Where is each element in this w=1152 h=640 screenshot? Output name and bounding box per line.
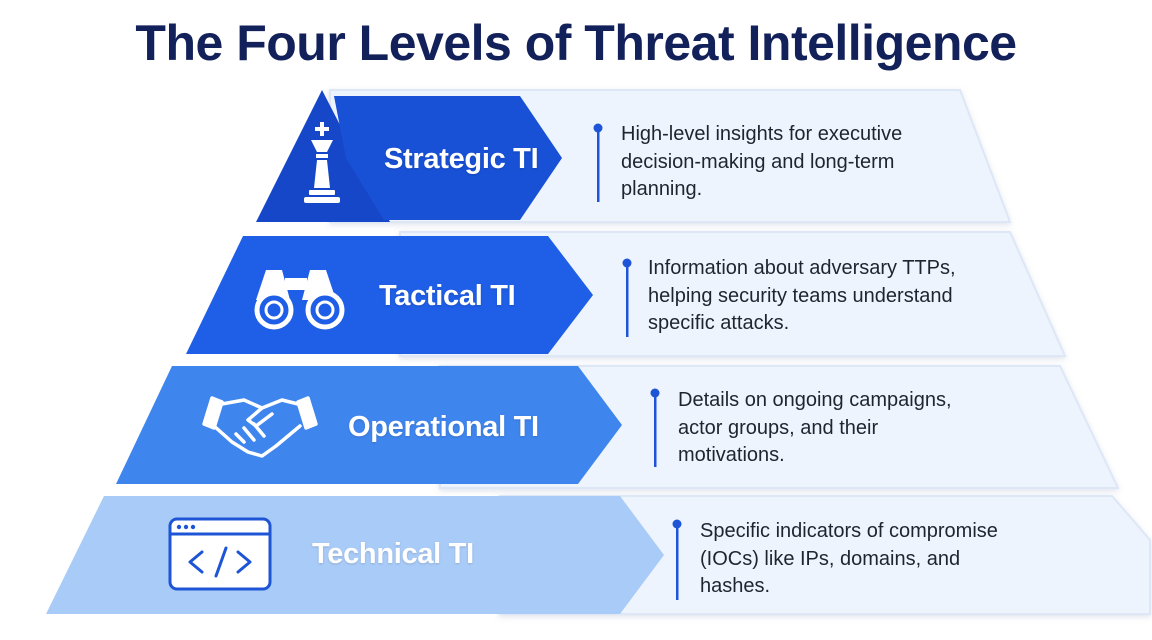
- description-line: specific attacks.: [648, 312, 790, 334]
- binoculars-icon: [254, 270, 345, 330]
- page-title: The Four Levels of Threat Intelligence: [135, 15, 1017, 71]
- tier-technical: [46, 495, 1151, 615]
- handshake-icon: [202, 396, 318, 458]
- tier-strategic-bullet-dot: [593, 123, 603, 133]
- tier-operational-label: Operational TI: [348, 411, 539, 443]
- tier-strategic-label: Strategic TI: [384, 143, 539, 175]
- description-line: Details on ongoing campaigns,: [678, 389, 952, 411]
- tier-tactical-bullet-dot: [622, 258, 632, 268]
- description-line: hashes.: [700, 575, 771, 597]
- tier-tactical: [186, 231, 1067, 357]
- tier-operational-description: Details on ongoing campaigns, actor grou…: [678, 387, 952, 470]
- tier-operational-bullet-dot: [650, 388, 660, 398]
- description-line: (IOCs) like IPs, domains, and: [700, 547, 961, 570]
- description-line: planning.: [621, 178, 703, 200]
- description-line: actor groups, and their: [678, 416, 879, 439]
- tier-tactical-bullet-line: [626, 265, 629, 337]
- tier-operational: [116, 365, 1120, 489]
- description-line: High-level insights for executive: [621, 123, 903, 145]
- tier-strategic-description: High-level insights for executive decisi…: [621, 121, 902, 204]
- tier-operational-bullet-line: [654, 395, 657, 467]
- chess-king-icon: [304, 122, 340, 203]
- code-window-icon: [168, 517, 272, 591]
- tier-operational-arrow: [116, 366, 622, 484]
- description-line: Specific indicators of compromise: [700, 520, 998, 542]
- tier-tactical-arrow: [186, 236, 593, 354]
- tier-strategic-arrow: [334, 96, 562, 220]
- description-line: motivations.: [678, 444, 785, 466]
- description-line: decision-making and long-term: [621, 150, 895, 173]
- tier-technical-description: Specific indicators of compromise (IOCs)…: [700, 518, 998, 601]
- tier-technical-bullet-dot: [672, 519, 682, 529]
- tier-technical-label: Technical TI: [312, 538, 474, 570]
- tier-tactical-description: Information about adversary TTPs, helpin…: [648, 255, 956, 338]
- tier-tactical-label: Tactical TI: [379, 280, 516, 312]
- description-line: Information about adversary TTPs,: [648, 257, 956, 279]
- description-line: helping security teams understand: [648, 284, 953, 307]
- tier-technical-bullet-line: [676, 526, 679, 600]
- tier-strategic: [256, 89, 1012, 223]
- tier-strategic-bullet-line: [597, 130, 600, 202]
